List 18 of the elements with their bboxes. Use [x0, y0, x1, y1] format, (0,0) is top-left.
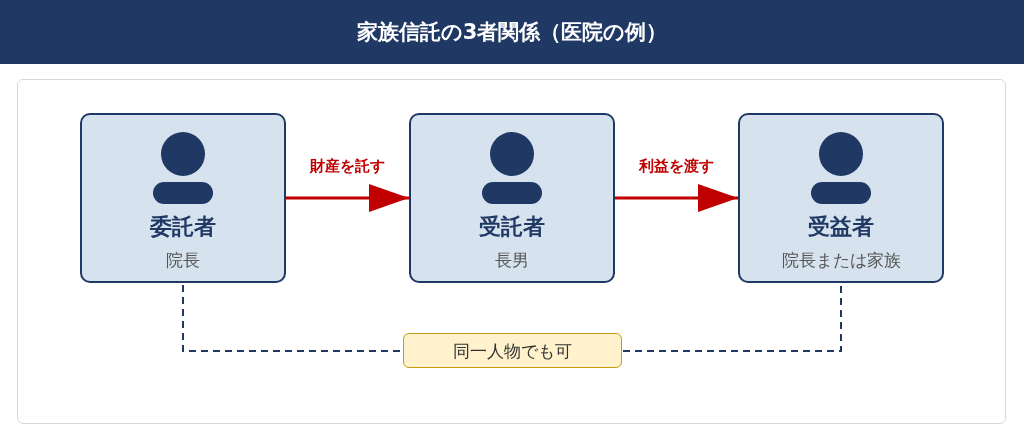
person-card [80, 113, 286, 283]
title: 家族信託の3者関係（医院の例） [356, 19, 668, 46]
edge-label: 財産を託す [307, 156, 388, 176]
role-title: 委託者 [150, 213, 216, 241]
person-card [409, 113, 615, 283]
note-box [403, 333, 622, 368]
note-text: 同一人物でも可 [453, 339, 572, 363]
role-title: 受益者 [808, 213, 874, 241]
edge-label: 利益を渡す [636, 156, 717, 176]
arrow [286, 184, 409, 212]
dashed-connector [622, 284, 842, 352]
arrow [615, 184, 738, 212]
role-title: 受託者 [479, 213, 545, 241]
role-name: 長男 [495, 249, 529, 272]
person-card [738, 113, 944, 283]
dashed-connector [182, 284, 403, 352]
role-name: 院長または家族 [781, 249, 901, 272]
role-name: 院長 [166, 249, 200, 272]
